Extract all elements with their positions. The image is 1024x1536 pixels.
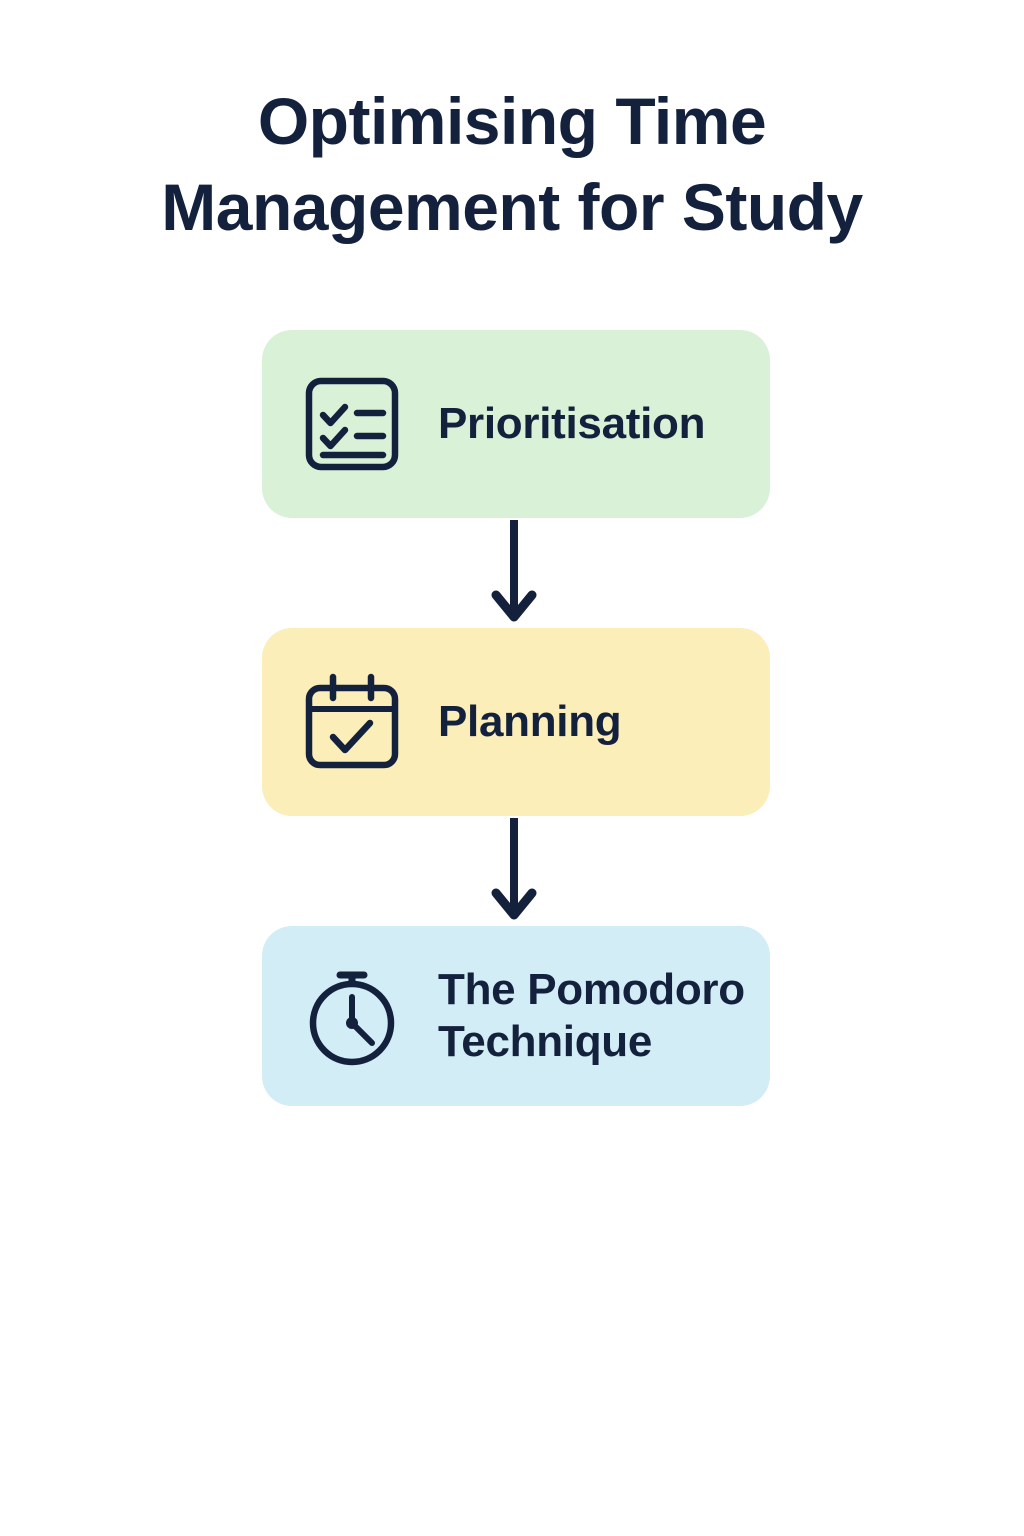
calendar-check-icon: [300, 670, 404, 774]
flow-connector-1: [262, 518, 770, 628]
flow-diagram: Prioritisation Planning: [262, 330, 770, 1106]
flow-step-planning[interactable]: Planning: [262, 628, 770, 816]
checklist-icon: [300, 372, 404, 476]
flow-step-pomodoro[interactable]: The Pomodoro Technique: [262, 926, 770, 1106]
page-title-line-2: Management for Study: [161, 170, 863, 244]
flow-step-label: Prioritisation: [438, 399, 706, 448]
stopwatch-icon: [300, 964, 404, 1068]
flow-step-prioritisation[interactable]: Prioritisation: [262, 330, 770, 518]
flow-connector-2: [262, 816, 770, 926]
arrow-down-icon: [491, 818, 537, 920]
flow-step-label: The Pomodoro Technique: [438, 965, 745, 1066]
flow-step-label: Planning: [438, 697, 622, 746]
page-title: Optimising Time Management for Study: [0, 78, 1024, 250]
page-title-line-1: Optimising Time: [257, 84, 767, 158]
arrow-down-icon: [491, 520, 537, 622]
